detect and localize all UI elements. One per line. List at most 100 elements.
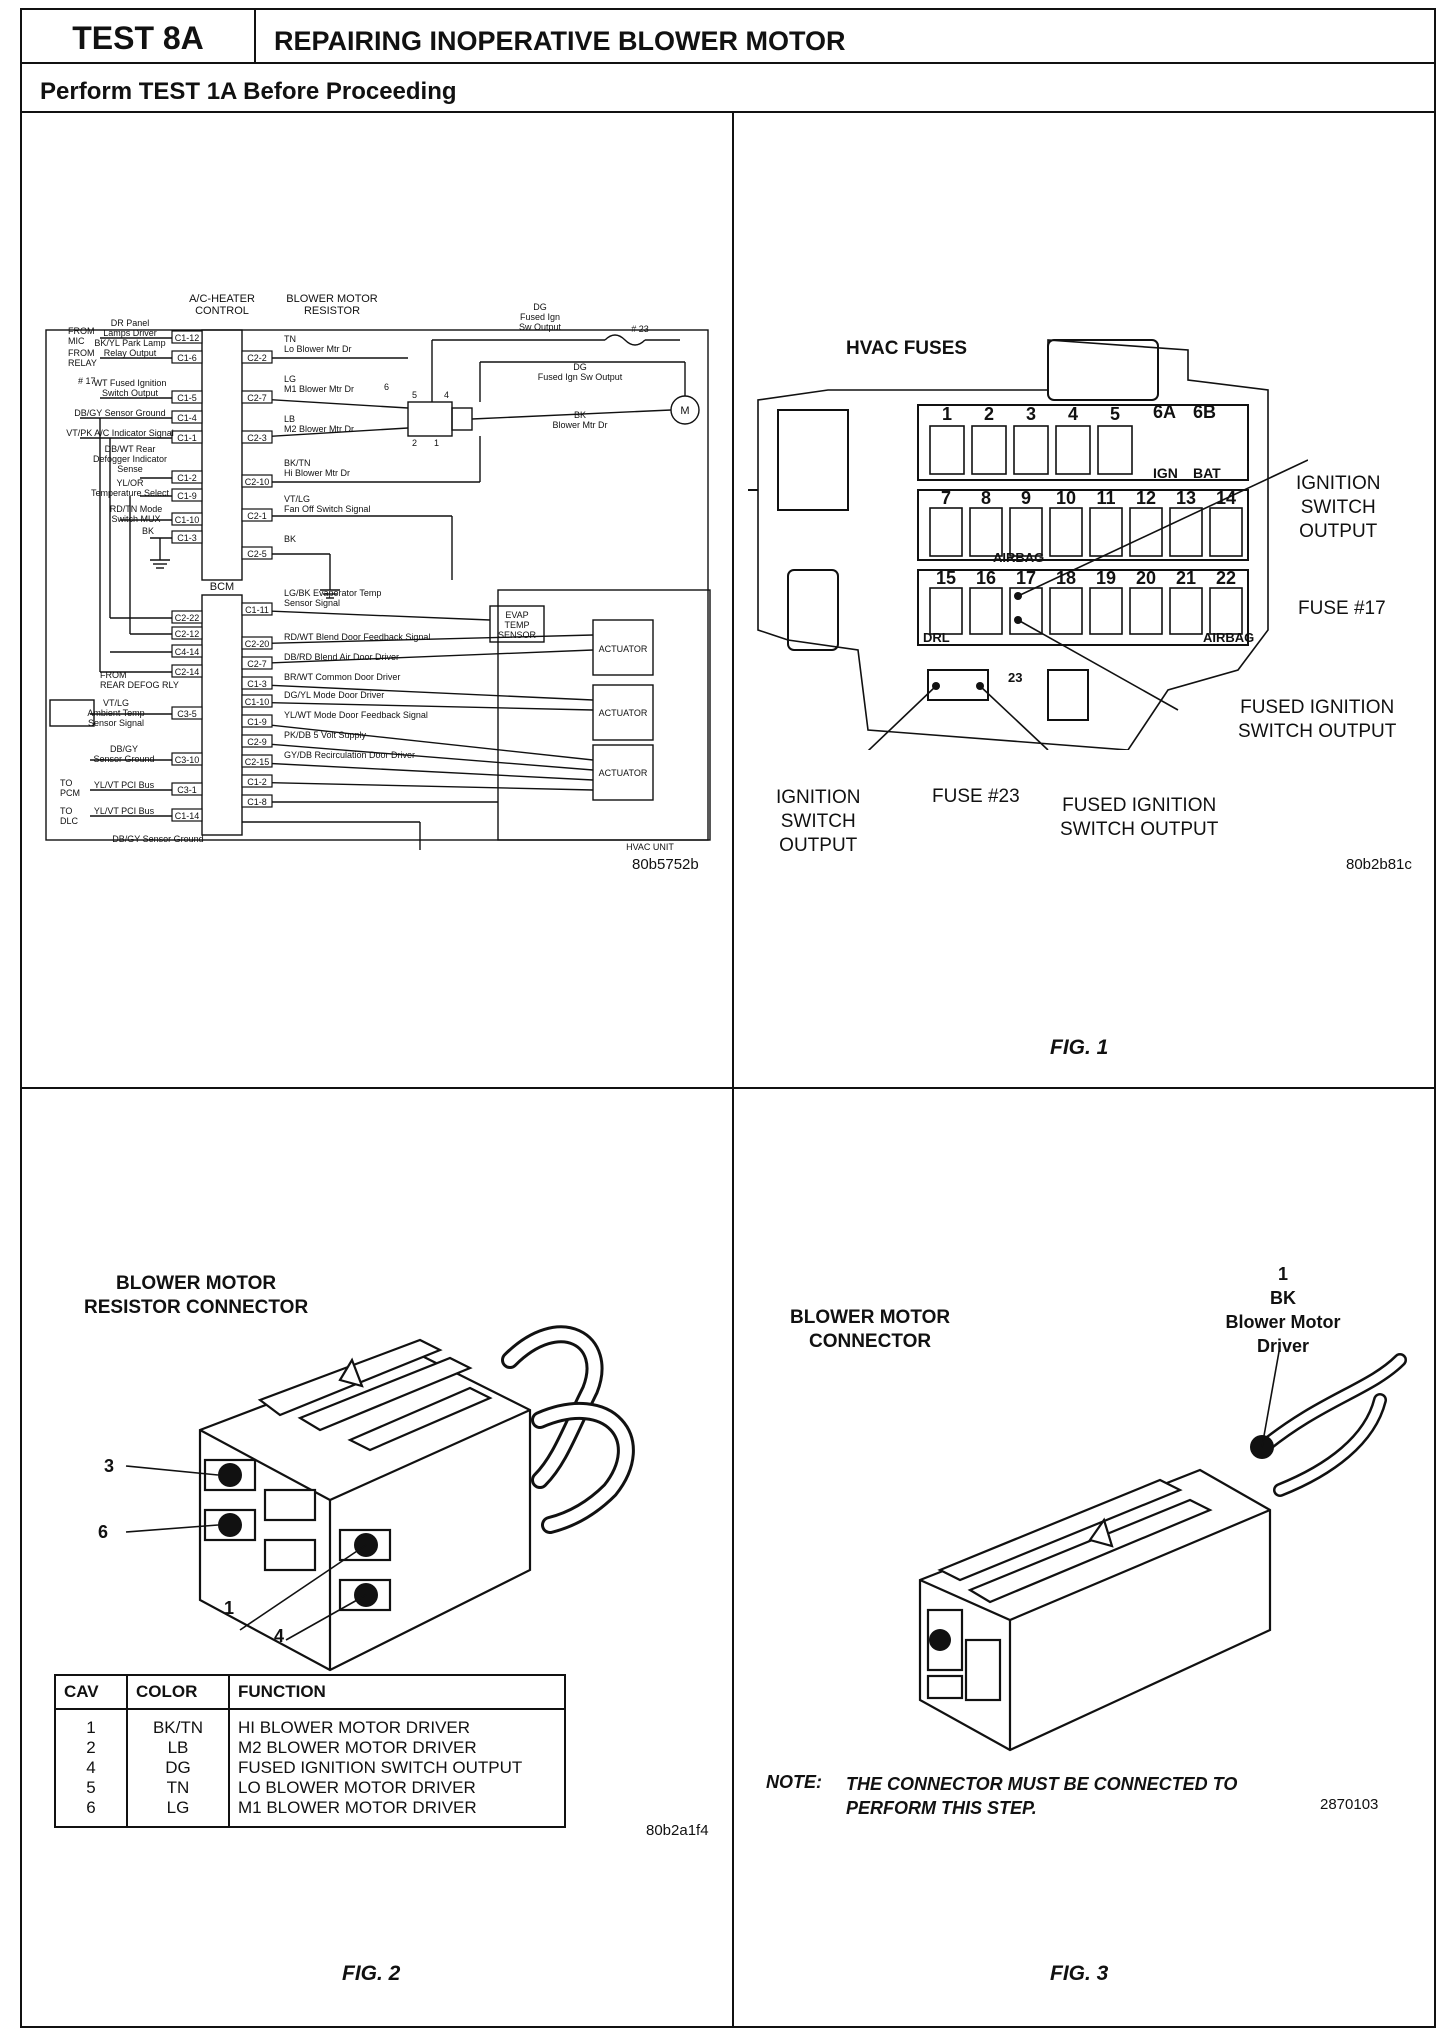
function-cell: HI BLOWER MOTOR DRIVER [238, 1718, 471, 1737]
right-wire-label: BK [284, 534, 296, 544]
fuse-number: 16 [976, 568, 996, 588]
resistor-connector-drawing [125, 1325, 635, 1672]
fig3-title: BLOWER MOTOR CONNECTOR [790, 1306, 950, 1354]
left-pin-label: C3-1 [177, 785, 197, 795]
fig3-title-2: CONNECTOR [808, 1331, 932, 1352]
left-pin-label: C1-5 [177, 393, 197, 403]
right-wire-label: BK/TN [284, 458, 311, 468]
fuse-number: 13 [1176, 488, 1196, 508]
airbag-2: AIRBAG [1203, 630, 1254, 645]
right-wire-label: LG [284, 374, 296, 384]
resistor-label-1: BLOWER MOTOR [286, 293, 378, 305]
left-pin-label: C1-1 [177, 433, 197, 443]
fuse23-label: # 23 [631, 324, 649, 334]
right-pin-label: C1-11 [245, 605, 269, 615]
fuse-slot [929, 425, 965, 475]
function-cell: M1 BLOWER MOTOR DRIVER [238, 1798, 477, 1817]
right-wire-label: GY/DB Recirculation Door Driver [284, 750, 415, 760]
fig2-code: 80b2a1f4 [646, 1822, 709, 1839]
left-pin-label: C1-4 [177, 413, 197, 423]
left-note: FROM [68, 326, 95, 336]
right-wire-label: DB/RD Blend Air Door Driver [284, 652, 399, 662]
fuse-number: 4 [1068, 404, 1078, 424]
drl-label: DRL [923, 630, 950, 645]
ign-callout-bottom: IGNITION SWITCH OUTPUT [776, 786, 860, 858]
table-row: 2 LB M2 BLOWER MOTOR DRIVER [55, 1738, 565, 1758]
fig3-callout: 1 BK Blower Motor Driver [1218, 1262, 1348, 1358]
left-wire-label: YL/VT PCI Bus [94, 780, 155, 790]
left-note: PCM [60, 788, 80, 798]
actuator-label-3: ACTUATOR [599, 768, 648, 778]
right-wire-label: LB [284, 414, 295, 424]
ac-heater-label-1: A/C-HEATER [189, 293, 255, 305]
left-wire-label: BK [142, 526, 154, 536]
left-pin-label: C1-6 [177, 353, 197, 363]
fuse-slot [1013, 425, 1049, 475]
left-wire-label: VT/PK A/C Indicator Signal [66, 428, 174, 438]
fuse-slot [1129, 587, 1163, 635]
fuse-number: 9 [1021, 488, 1031, 508]
right-wire-label: Fan Off Switch Signal [284, 504, 370, 514]
fuse-number: 10 [1056, 488, 1076, 508]
fig1-caption: FIG. 1 [1050, 1036, 1109, 1059]
left-wire-label: Sense [117, 464, 143, 474]
fuse-slot [1169, 587, 1203, 635]
bk-1: BK [574, 410, 586, 420]
fused-callout-bottom: FUSED IGNITION SWITCH OUTPUT [1060, 794, 1218, 842]
left-wire-label: DB/WT Rear [105, 444, 156, 454]
res-pin-1: 1 [434, 438, 439, 448]
left-wire-label: DB/GY Sensor Ground [112, 834, 203, 844]
right-wire-label: BR/WT Common Door Driver [284, 672, 400, 682]
dg2-1: DG [573, 362, 587, 372]
motor-symbol: M [680, 405, 689, 417]
vertical-divider [732, 111, 734, 2028]
table-row: 1 BK/TN HI BLOWER MOTOR DRIVER [55, 1709, 565, 1738]
right-pin-label: C1-2 [247, 777, 267, 787]
right-pin-label: C2-20 [245, 639, 270, 649]
left-wire-label: WT Fused Ignition [94, 378, 167, 388]
left-note: MIC [68, 336, 85, 346]
ign-bottom-2: SWITCH [780, 811, 856, 832]
left-pin-label: C2-14 [175, 667, 200, 677]
fuse-slot [1129, 507, 1163, 557]
pin-6-callout: 6 [98, 1522, 109, 1542]
ac-heater-label-2: CONTROL [195, 305, 249, 317]
fig3-callout-1: 1 [1277, 1264, 1288, 1284]
fuse-number: 1 [942, 404, 952, 424]
function-cell: FUSED IGNITION SWITCH OUTPUT [238, 1758, 523, 1777]
left-note: TO [60, 778, 72, 788]
color-cell: LB [127, 1738, 230, 1758]
evap-label-2: TEMP [504, 620, 529, 630]
right-pin-label: C2-9 [247, 737, 267, 747]
fuse-slot [969, 507, 1003, 557]
fuse-slot [1209, 507, 1243, 557]
fuse-number: 17 [1016, 568, 1036, 588]
table-row: 4 DG FUSED IGNITION SWITCH OUTPUT [55, 1758, 565, 1778]
note-text: THE CONNECTOR MUST BE CONNECTED TO PERFO… [846, 1772, 1237, 1820]
right-pin-label: C2-5 [247, 549, 267, 559]
test-title: REPAIRING INOPERATIVE BLOWER MOTOR [274, 26, 846, 56]
fuse-slot [929, 507, 963, 557]
right-wire-label: YL/WT Mode Door Feedback Signal [284, 710, 428, 720]
page-frame [20, 8, 1436, 2028]
fig3-caption: FIG. 3 [1050, 1962, 1109, 1985]
res-pin-6: 6 [384, 382, 389, 392]
bat-label: BAT [1193, 465, 1221, 481]
left-pin-label: C1-2 [177, 473, 197, 483]
cav-cell: 2 [55, 1738, 128, 1758]
left-wire-label: RD/TN Mode [110, 504, 163, 514]
hvac-unit-label: HVAC UNIT [626, 842, 674, 852]
left-pin-label: C4-14 [175, 647, 200, 657]
right-wire-label: Hi Blower Mtr Dr [284, 468, 350, 478]
fused-bottom-1: FUSED IGNITION [1062, 795, 1217, 816]
right-pin-label: C1-9 [247, 717, 267, 727]
left-wire-label: DR Panel [111, 318, 150, 328]
right-wire-label: RD/WT Blend Door Feedback Signal [284, 632, 430, 642]
fuse-number: 15 [936, 568, 956, 588]
schematic-code: 80b5752b [632, 856, 699, 873]
left-wire-label: BK/YL Park Lamp [94, 338, 165, 348]
